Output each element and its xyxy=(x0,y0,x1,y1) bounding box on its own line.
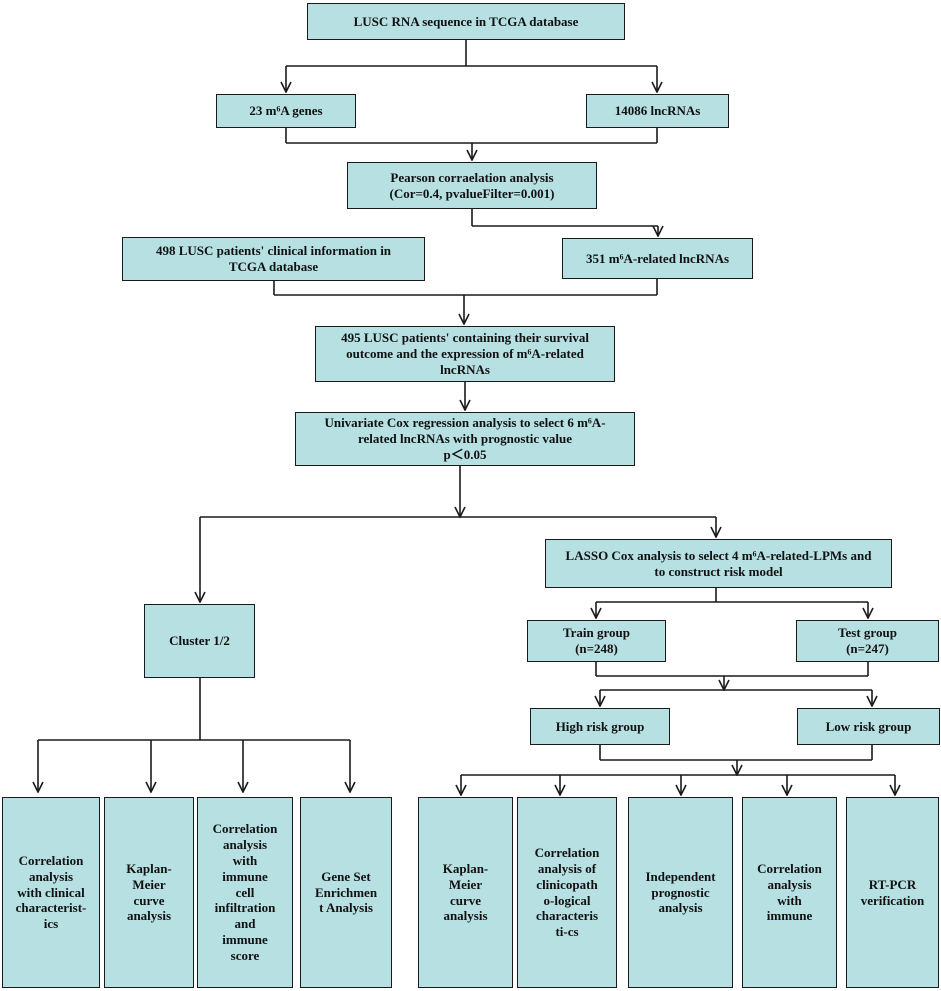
cluster-clinical-correlation-box: Correlation analysis with clinical chara… xyxy=(2,797,100,988)
lncrnas-box: 14086 lncRNAs xyxy=(586,94,729,128)
tcga-source-box: LUSC RNA sequence in TCGA database xyxy=(307,3,625,40)
tcga-source-text: LUSC RNA sequence in TCGA database xyxy=(353,13,579,29)
pearson-box: Pearson corraelation analysis (Cor=0.4, … xyxy=(347,162,597,209)
test-group-text: Test group (n=247) xyxy=(838,625,897,656)
train-group-text: Train group (n=248) xyxy=(562,625,631,656)
risk-clinicopathological-text: Correlation analysis of clinicopath o-lo… xyxy=(534,844,600,940)
risk-immune-correlation-text: Correlation analysis with immune xyxy=(757,860,822,924)
lasso-cox-box: LASSO Cox analysis to select 4 m⁶A-relat… xyxy=(545,539,892,588)
univariate-cox-text: Univariate Cox regression analysis to se… xyxy=(324,415,606,462)
train-group-box: Train group (n=248) xyxy=(527,620,666,662)
lncrnas-text: 14086 lncRNAs xyxy=(614,103,701,119)
clinical-info-box: 498 LUSC patients' clinical information … xyxy=(122,237,425,281)
cluster-gsea-text: Gene Set Enrichmen t Analysis xyxy=(314,868,378,916)
univariate-cox-box: Univariate Cox regression analysis to se… xyxy=(295,412,635,466)
risk-kaplan-meier-box: Kaplan- Meier curve analysis xyxy=(418,797,513,988)
risk-kaplan-meier-text: Kaplan- Meier curve analysis xyxy=(442,860,489,924)
cluster-gsea-box: Gene Set Enrichmen t Analysis xyxy=(300,797,392,988)
cluster-text: Cluster 1/2 xyxy=(169,633,230,649)
risk-rt-pcr-box: RT-PCR verification xyxy=(846,797,939,988)
cluster-clinical-correlation-text: Correlation analysis with clinical chara… xyxy=(15,852,87,932)
clinical-info-text: 498 LUSC patients' clinical information … xyxy=(155,243,392,274)
cluster-immune-correlation-box: Correlation analysis with immune cell in… xyxy=(197,797,293,988)
pearson-text: Pearson corraelation analysis (Cor=0.4, … xyxy=(389,169,555,201)
cluster-box: Cluster 1/2 xyxy=(144,604,255,678)
high-risk-text: High risk group xyxy=(555,718,645,734)
related-lncrnas-text: 351 m⁶A-related lncRNAs xyxy=(585,250,730,266)
risk-independent-prognostic-box: Independent prognostic analysis xyxy=(628,797,733,988)
lasso-cox-text: LASSO Cox analysis to select 4 m⁶A-relat… xyxy=(565,547,872,579)
test-group-box: Test group (n=247) xyxy=(796,620,939,662)
patients-495-box: 495 LUSC patients' containing their surv… xyxy=(315,326,615,382)
risk-independent-prognostic-text: Independent prognostic analysis xyxy=(645,868,716,916)
low-risk-text: Low risk group xyxy=(825,718,912,734)
cluster-kaplan-meier-text: Kaplan- Meier curve analysis xyxy=(126,860,172,924)
risk-rt-pcr-text: RT-PCR verification xyxy=(860,876,925,908)
cluster-kaplan-meier-box: Kaplan- Meier curve analysis xyxy=(104,797,194,988)
high-risk-box: High risk group xyxy=(530,708,670,745)
cluster-immune-correlation-text: Correlation analysis with immune cell in… xyxy=(212,821,278,963)
risk-clinicopathological-box: Correlation analysis of clinicopath o-lo… xyxy=(517,797,617,988)
risk-immune-correlation-box: Correlation analysis with immune xyxy=(742,797,837,988)
m6a-genes-box: 23 m⁶A genes xyxy=(216,94,356,128)
m6a-genes-text: 23 m⁶A genes xyxy=(249,103,323,119)
related-lncrnas-box: 351 m⁶A-related lncRNAs xyxy=(562,238,753,279)
low-risk-box: Low risk group xyxy=(797,708,940,745)
patients-495-text: 495 LUSC patients' containing their surv… xyxy=(341,330,589,377)
